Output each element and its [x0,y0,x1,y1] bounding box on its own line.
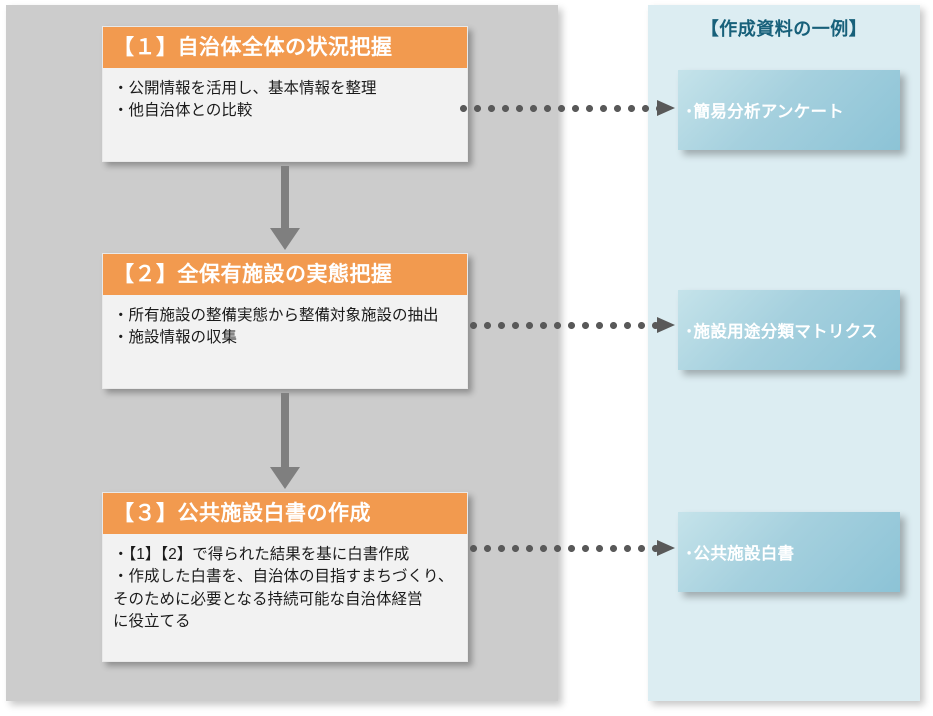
dotted-line [470,322,657,329]
dotted-line [470,545,657,552]
dotted-line [460,105,657,112]
step-2-header: 【２】全保有施設の実態把握 [103,254,467,295]
arrow-step1-to-step2-icon [270,166,300,250]
arrow-head [657,540,675,556]
step-1-bullet-1: ・公開情報を活用し、基本情報を整理 [113,80,377,97]
dotted-connector-step1-to-output1-icon [460,100,675,116]
output-box-1: ･簡易分析アンケート [678,70,900,150]
step-3-bullet-1: ・【1】【2】で得られた結果を基に白書作成 [113,546,410,563]
step-box-3: 【３】公共施設白書の作成 ・【1】【2】で得られた結果を基に白書作成 ・作成した… [102,492,468,662]
step-box-1: 【１】自治体全体の状況把握 ・公開情報を活用し、基本情報を整理 ・他自治体との比… [102,26,468,162]
step-1-body: ・公開情報を活用し、基本情報を整理 ・他自治体との比較 [103,68,467,135]
arrow-head [657,317,675,333]
step-3-header: 【３】公共施設白書の作成 [103,493,467,534]
step-box-2: 【２】全保有施設の実態把握 ・所有施設の整備実態から整備対象施設の抽出 ・施設情… [102,253,468,389]
output-box-3-label: ･公共施設白書 [685,545,795,563]
output-box-2-label: ･施設用途分類マトリクス [685,323,878,341]
step-1-header: 【１】自治体全体の状況把握 [103,27,467,68]
arrow-shaft [281,166,289,228]
step-2-bullet-1: ・所有施設の整備実態から整備対象施設の抽出 [113,307,439,324]
step-1-bullet-2: ・他自治体との比較 [113,102,253,120]
step-2-body: ・所有施設の整備実態から整備対象施設の抽出 ・施設情報の収集 [103,295,467,362]
arrow-step2-to-step3-icon [270,393,300,489]
step-3-bullet-2-cont-1: そのために必要となる持続可能な自治体経営 [113,590,423,608]
arrow-head [270,467,300,489]
step-3-bullet-2-cont-2: に役立てる [113,613,191,631]
output-panel-title: 【作成資料の一例】 [700,19,868,39]
step-3-body: ・【1】【2】で得られた結果を基に白書作成 ・作成した白書を、自治体の目指すまち… [103,534,467,646]
dotted-connector-step2-to-output2-icon [470,317,675,333]
step-2-bullet-2: ・施設情報の収集 [113,329,238,347]
arrow-shaft [281,393,289,467]
arrow-head [657,100,675,116]
step-3-bullet-2: ・作成した白書を、自治体の目指すまちづくり、 [113,568,454,586]
output-box-3: ･公共施設白書 [678,512,900,592]
output-box-1-label: ･簡易分析アンケート [685,103,845,121]
output-box-2: ･施設用途分類マトリクス [678,290,900,370]
dotted-connector-step3-to-output3-icon [470,540,675,556]
arrow-head [270,228,300,250]
